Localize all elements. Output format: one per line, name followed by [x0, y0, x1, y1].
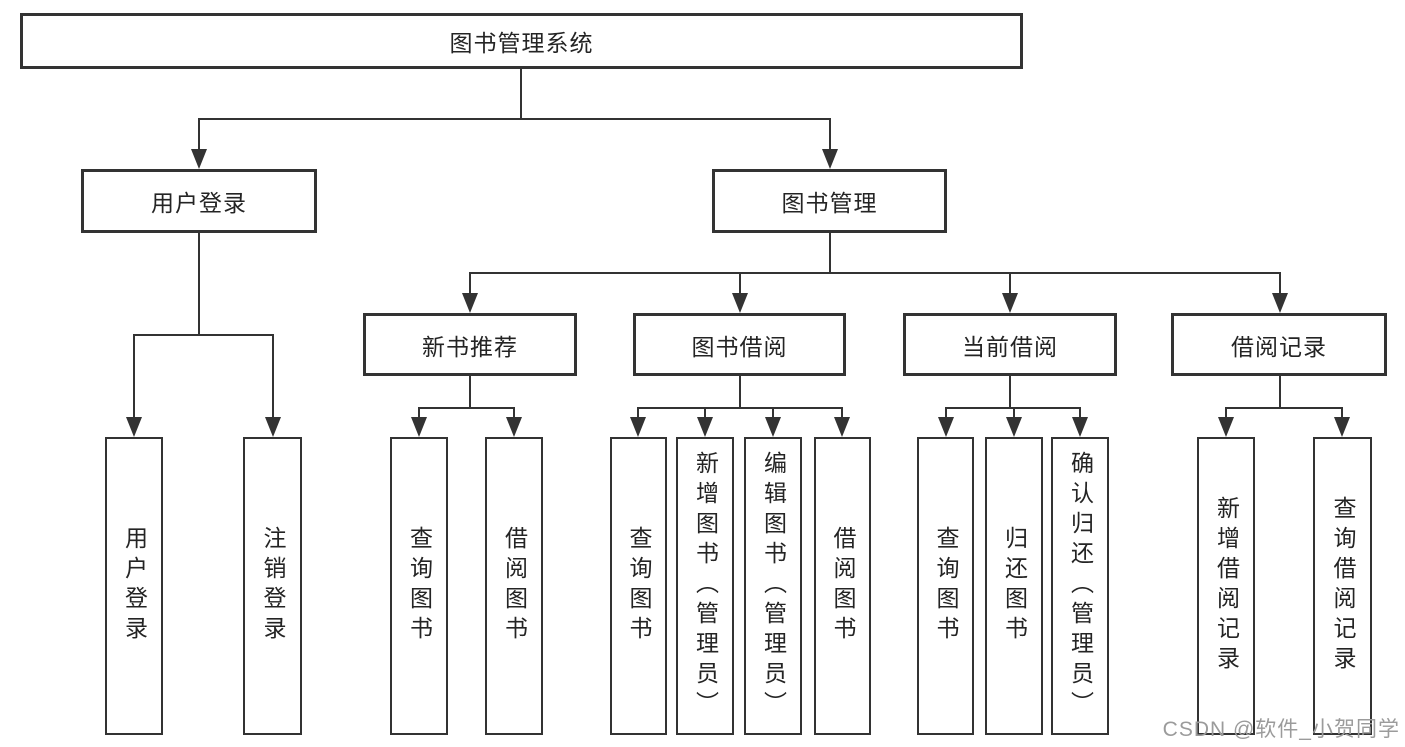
- connector-line: [739, 273, 741, 297]
- arrowhead-down-icon: [834, 417, 850, 437]
- node-label: 借阅记录: [1231, 333, 1327, 360]
- node-label: 图书管理: [781, 190, 878, 216]
- arrowhead-down-icon: [630, 417, 646, 437]
- node-label: 借阅图书: [830, 526, 856, 646]
- connector-line: [772, 408, 774, 421]
- node-label: 注销登录: [260, 526, 286, 646]
- node-label: 编辑图书（管理员）: [760, 451, 787, 721]
- node-leaf-add-book-admin: 新增图书（管理员）: [676, 437, 734, 735]
- arrowhead-down-icon: [411, 417, 427, 437]
- connector-line: [1009, 376, 1011, 408]
- node-leaf-edit-book-admin: 编辑图书（管理员）: [744, 437, 802, 735]
- node-label: 新增图书（管理员）: [692, 451, 719, 721]
- arrowhead-down-icon: [1002, 293, 1018, 313]
- connector-line: [1279, 376, 1281, 408]
- node-label: 确认归还（管理员）: [1067, 451, 1094, 721]
- connector-line: [1079, 408, 1081, 421]
- node-label: 当前借阅: [962, 333, 1058, 360]
- connector-line: [198, 118, 831, 120]
- connector-line: [1225, 407, 1343, 409]
- arrowhead-down-icon: [765, 417, 781, 437]
- node-label: 借阅图书: [501, 526, 528, 646]
- node-leaf-query-borrow-record: 查询借阅记录: [1313, 437, 1372, 735]
- node-label: 新增借阅记录: [1213, 496, 1240, 676]
- node-book-mgmt: 图书管理: [712, 169, 947, 233]
- arrowhead-down-icon: [1334, 417, 1350, 437]
- node-leaf-borrow-books-1: 借阅图书: [485, 437, 543, 735]
- arrowhead-down-icon: [938, 417, 954, 437]
- node-leaf-query-books-1: 查询图书: [390, 437, 448, 735]
- node-leaf-query-books-3: 查询图书: [917, 437, 974, 735]
- node-root: 图书管理系统: [20, 13, 1023, 69]
- connector-line: [198, 119, 200, 153]
- node-leaf-add-borrow-record: 新增借阅记录: [1197, 437, 1255, 735]
- connector-line: [418, 408, 420, 421]
- node-current-borrow: 当前借阅: [903, 313, 1117, 376]
- arrowhead-down-icon: [1072, 417, 1088, 437]
- connector-line: [1009, 273, 1011, 297]
- node-book-borrow: 图书借阅: [633, 313, 846, 376]
- connector-line: [945, 408, 947, 421]
- arrowhead-down-icon: [1006, 417, 1022, 437]
- node-leaf-query-books-2: 查询图书: [610, 437, 667, 735]
- node-leaf-logout: 注销登录: [243, 437, 302, 735]
- connector-line: [739, 376, 741, 408]
- connector-line: [418, 407, 515, 409]
- arrowhead-down-icon: [191, 149, 207, 169]
- connector-line: [469, 273, 471, 297]
- node-leaf-confirm-return-admin: 确认归还（管理员）: [1051, 437, 1109, 735]
- connector-line: [513, 408, 515, 421]
- connector-line: [637, 407, 843, 409]
- arrowhead-down-icon: [462, 293, 478, 313]
- node-label: 图书管理系统: [449, 30, 594, 56]
- node-label: 查询图书: [406, 526, 433, 646]
- connector-line: [829, 119, 831, 153]
- arrowhead-down-icon: [126, 417, 142, 437]
- arrowhead-down-icon: [1272, 293, 1288, 313]
- connector-line: [272, 335, 274, 421]
- csdn-watermark: CSDN @软件_小贺同学: [1162, 718, 1400, 741]
- arrowhead-down-icon: [697, 417, 713, 437]
- node-label: 查询借阅记录: [1330, 496, 1356, 676]
- node-label: 图书借阅: [691, 333, 788, 360]
- arrowhead-down-icon: [506, 417, 522, 437]
- connector-line: [469, 376, 471, 408]
- arrowhead-down-icon: [732, 293, 748, 313]
- connector-line: [704, 408, 706, 421]
- node-leaf-return-book: 归还图书: [985, 437, 1043, 735]
- arrowhead-down-icon: [265, 417, 281, 437]
- connector-line: [520, 69, 522, 119]
- node-label: 新书推荐: [422, 333, 518, 360]
- connector-line: [133, 335, 135, 421]
- node-label: 用户登录: [151, 190, 247, 216]
- node-label: 查询图书: [933, 526, 959, 646]
- connector-line: [1225, 408, 1227, 421]
- connector-line: [829, 233, 831, 273]
- arrowhead-down-icon: [822, 149, 838, 169]
- node-label: 归还图书: [1001, 526, 1028, 646]
- connector-line: [1341, 408, 1343, 421]
- connector-line: [469, 272, 1281, 274]
- connector-line: [841, 408, 843, 421]
- node-label: 用户登录: [121, 526, 148, 646]
- node-leaf-borrow-books-2: 借阅图书: [814, 437, 871, 735]
- node-label: 查询图书: [626, 526, 652, 646]
- connector-line: [198, 233, 200, 335]
- node-leaf-user-login: 用户登录: [105, 437, 163, 735]
- node-borrow-records: 借阅记录: [1171, 313, 1387, 376]
- node-user-login-group: 用户登录: [81, 169, 317, 233]
- connector-line: [637, 408, 639, 421]
- arrowhead-down-icon: [1218, 417, 1234, 437]
- connector-line: [1279, 273, 1281, 297]
- connector-line: [133, 334, 274, 336]
- connector-line: [1013, 408, 1015, 421]
- node-new-book-rec: 新书推荐: [363, 313, 577, 376]
